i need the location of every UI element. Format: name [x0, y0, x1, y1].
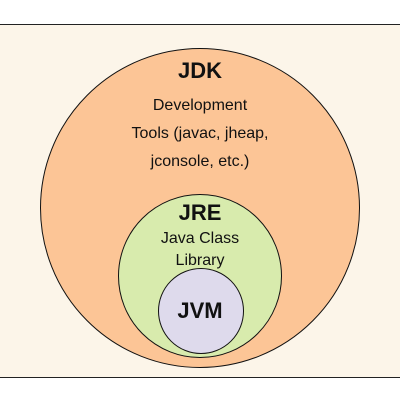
jdk-description: Development Tools (javac, jheap, jconsol… [0, 92, 400, 176]
jdk-description-line: Tools (javac, jheap, [131, 125, 269, 142]
jre-description: Java Class Library [0, 228, 400, 272]
jdk-title: JDK [177, 58, 222, 83]
jvm-circle [158, 268, 244, 354]
jdk-description-line: jconsole, etc.) [150, 153, 250, 170]
jre-description-line: Java Class [160, 230, 240, 247]
jvm-title: JVM [177, 298, 223, 323]
jre-description-line: Library [175, 252, 225, 269]
jdk-description-line: Development [152, 97, 248, 114]
jre-title: JRE [178, 200, 222, 225]
